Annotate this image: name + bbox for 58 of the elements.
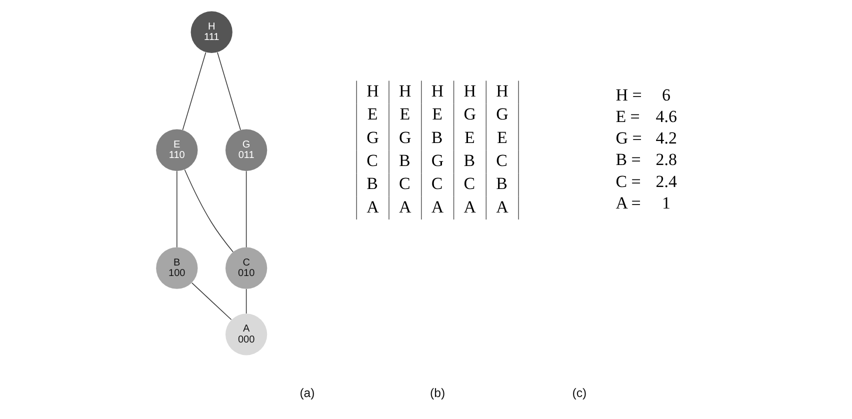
label: E (432, 104, 443, 124)
connector (246, 288, 247, 314)
label: E (367, 104, 378, 124)
connector (176, 170, 178, 248)
label: B (431, 128, 443, 147)
label: H (496, 82, 508, 101)
label: H (366, 82, 379, 101)
label: G (431, 151, 444, 170)
label: G = (616, 128, 642, 148)
label: B (399, 151, 410, 170)
label: G (464, 104, 476, 124)
label: C (464, 174, 476, 194)
label: C = (616, 172, 641, 191)
label: H (464, 82, 476, 101)
connector (246, 170, 247, 248)
label: 2.4 (656, 172, 678, 191)
label: 4.2 (656, 128, 678, 148)
node-circle: C 010 (226, 247, 268, 289)
label: 6 (662, 85, 670, 104)
label: C (366, 151, 378, 170)
node-circle: E 110 (156, 129, 198, 171)
node-circle: A 000 (226, 314, 268, 356)
connector (217, 52, 241, 130)
label: A (496, 197, 508, 216)
label: A = (616, 193, 641, 212)
node-circle: G 011 (226, 129, 268, 171)
label: (a) (300, 386, 315, 400)
label: C (496, 151, 508, 170)
label: B (366, 174, 378, 194)
label: G (496, 104, 508, 124)
label: E = (616, 107, 640, 126)
label: H = (616, 85, 642, 104)
connector (182, 52, 206, 130)
connector (184, 169, 234, 252)
label: 4.6 (656, 107, 678, 126)
label: 2.8 (656, 150, 678, 170)
label: E (496, 128, 508, 147)
label: (b) (430, 386, 446, 400)
label: C (431, 174, 443, 194)
node-circle: B 100 (156, 247, 198, 289)
label: G (399, 128, 412, 147)
label: (c) (572, 386, 587, 400)
label: H (431, 82, 444, 101)
label: G (366, 128, 379, 147)
label: H (399, 82, 412, 101)
label: A (464, 197, 476, 216)
label: C (399, 174, 410, 194)
label: B (464, 151, 476, 170)
connector (192, 282, 232, 320)
label: E (464, 128, 475, 147)
label: B (496, 174, 508, 194)
label: A (399, 197, 412, 216)
label: B = (616, 150, 641, 170)
label: A (431, 197, 444, 216)
label: E (400, 104, 410, 124)
node-circle: H 111 (190, 11, 232, 53)
label: 1 (662, 193, 670, 212)
label: A (366, 197, 379, 216)
